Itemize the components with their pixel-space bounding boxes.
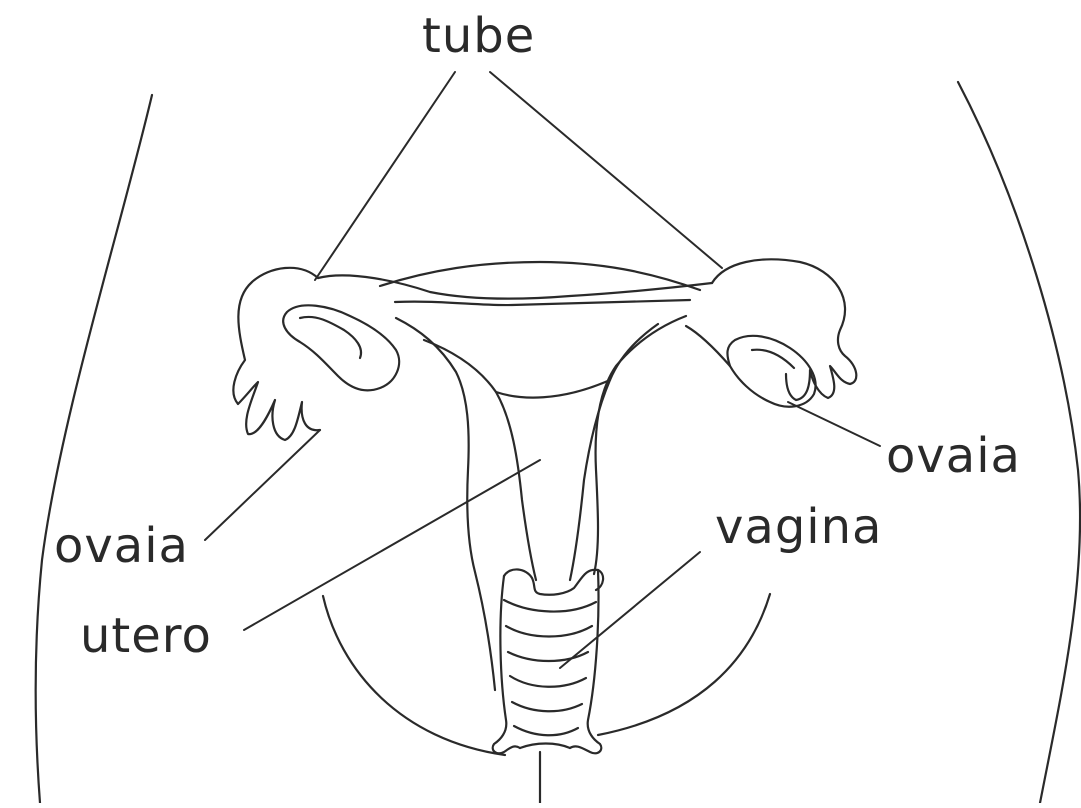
- ovaia-right-leader: [788, 402, 880, 446]
- vagina-leader: [560, 552, 700, 668]
- tube-right: [712, 259, 856, 400]
- label-ovaia-left: ovaia: [54, 522, 189, 570]
- vagina-ridge-3: [508, 652, 588, 661]
- utero-leader: [244, 460, 540, 630]
- vagina-ridge-4: [510, 676, 586, 687]
- tube-left-inner: [318, 275, 712, 298]
- label-utero: utero: [80, 612, 212, 660]
- pelvic-curve-left: [323, 596, 505, 755]
- vagina-ridge-1: [504, 600, 596, 612]
- broad-ligament: [380, 262, 700, 290]
- vagina-ridge-6: [514, 726, 578, 735]
- ovaia-left-leader: [205, 430, 320, 540]
- label-ovaia-right: ovaia: [886, 432, 1021, 480]
- ovary-left-inner: [300, 317, 361, 358]
- vagina-ridge-2: [506, 626, 592, 637]
- uterus-right-wall: [594, 316, 686, 574]
- uterus-left-inner: [424, 340, 536, 580]
- body-outline-left: [36, 95, 152, 803]
- uterus-cavity: [496, 380, 610, 398]
- uterus-right-inner: [570, 324, 658, 580]
- uterine-top: [395, 300, 690, 305]
- tube-leader-right: [490, 72, 722, 268]
- cervix: [504, 569, 603, 594]
- label-tube: tube: [422, 12, 535, 60]
- ovary-right-ligament: [686, 326, 730, 366]
- tube-left: [233, 268, 320, 440]
- vagina-right-wall: [570, 570, 601, 753]
- ovary-right-fold: [752, 350, 794, 368]
- label-vagina: vagina: [715, 503, 882, 551]
- vagina-ridge-5: [512, 702, 582, 711]
- vaginal-opening: [520, 744, 570, 749]
- tube-leader-left: [315, 72, 455, 280]
